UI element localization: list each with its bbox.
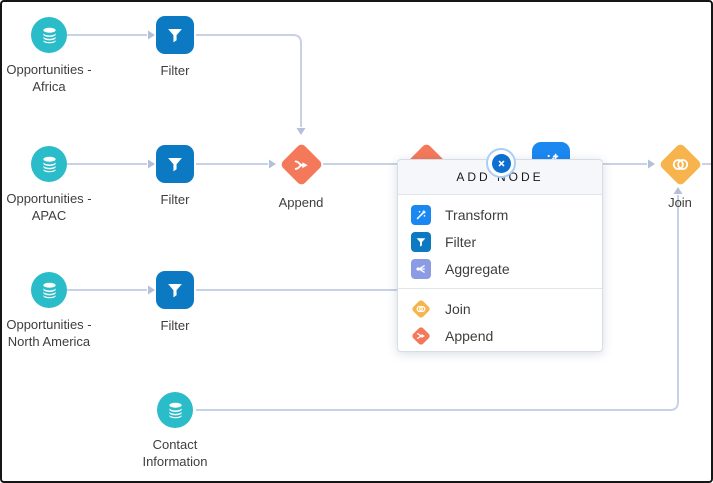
menu-item-label: Transform [445, 206, 509, 223]
dataset-icon [31, 146, 67, 182]
arrowhead [148, 159, 155, 169]
node-filter-apac[interactable]: Filter [115, 145, 235, 208]
filter-icon [411, 231, 431, 252]
dataset-icon [157, 392, 193, 428]
append-icon [294, 159, 308, 169]
join-icon [411, 298, 431, 319]
database-icon [168, 402, 182, 418]
dataset-icon [31, 17, 67, 53]
node-label: Opportunities -Africa [6, 62, 92, 94]
filter-node-icon [156, 16, 194, 54]
arrowhead [648, 159, 655, 169]
filter-icon [168, 284, 182, 298]
filter-icon [168, 29, 182, 43]
node-opportunities-africa[interactable]: Opportunities -Africa [2, 17, 109, 95]
arrowhead [269, 159, 276, 169]
node-label: Filter [160, 318, 190, 333]
arrowhead [673, 187, 683, 194]
append-node-icon [279, 142, 323, 186]
node-label: Filter [160, 192, 190, 207]
node-label: Opportunities -APAC [6, 191, 92, 223]
node-opportunities-north-america[interactable]: Opportunities -North America [2, 272, 109, 350]
arrowhead [148, 285, 155, 295]
popup-divider [398, 288, 602, 289]
database-icon [42, 282, 56, 298]
close-button[interactable] [486, 148, 516, 178]
filter-icon [168, 158, 182, 172]
append-icon [411, 325, 431, 346]
join-icon [672, 158, 688, 170]
menu-item-label: Aggregate [445, 260, 510, 277]
menu-item-transform[interactable]: Transform [398, 201, 602, 228]
transform-icon [411, 204, 431, 225]
node-append[interactable]: Append [241, 142, 361, 211]
filter-node-icon [156, 271, 194, 309]
menu-item-join[interactable]: Join [398, 295, 602, 322]
popup-group-combine: Join Append [398, 289, 602, 355]
menu-item-aggregate[interactable]: Aggregate [398, 255, 602, 282]
node-label: Append [278, 195, 324, 210]
node-label: Join [668, 195, 692, 210]
database-icon [42, 156, 56, 172]
node-join[interactable]: Join [620, 142, 711, 211]
database-icon [42, 27, 56, 43]
close-icon [491, 153, 511, 173]
node-filter-africa[interactable]: Filter [115, 16, 235, 79]
edge [196, 34, 302, 127]
node-label: Filter [160, 63, 190, 78]
add-node-popup: ADD NODE Transform Filter Aggregate [397, 159, 603, 352]
edge [196, 195, 679, 411]
menu-item-append[interactable]: Append [398, 322, 602, 349]
filter-node-icon [156, 145, 194, 183]
menu-item-filter[interactable]: Filter [398, 228, 602, 255]
node-opportunities-apac[interactable]: Opportunities -APAC [2, 146, 109, 224]
arrowhead [296, 128, 306, 135]
join-node-icon [658, 142, 702, 186]
popup-group-transforms: Transform Filter Aggregate [398, 195, 602, 288]
menu-item-label: Join [445, 300, 471, 317]
menu-item-label: Filter [445, 233, 477, 250]
dataset-icon [31, 272, 67, 308]
node-label: Opportunities -North America [6, 317, 92, 349]
menu-item-label: Append [445, 327, 494, 344]
node-filter-north-america[interactable]: Filter [115, 271, 235, 334]
aggregate-icon [411, 258, 431, 279]
arrowhead [148, 30, 155, 40]
